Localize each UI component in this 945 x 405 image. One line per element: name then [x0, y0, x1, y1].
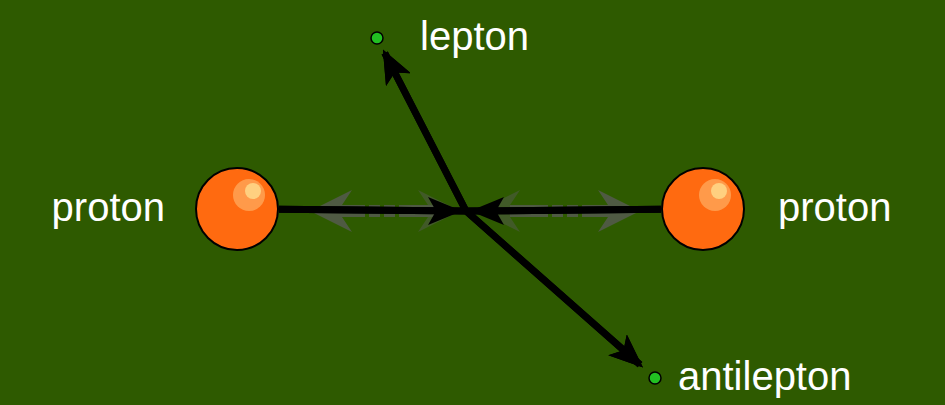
product-label: lepton	[420, 16, 529, 56]
lepton-dot: antilepton	[640, 363, 670, 393]
particle-label: proton	[52, 187, 165, 227]
sphere-shape	[661, 167, 745, 251]
particle-track	[466, 209, 661, 364]
lepton-dot: lepton	[362, 23, 392, 53]
particle-track	[279, 53, 466, 211]
product-label: antilepton	[678, 356, 851, 396]
proton-sphere: proton	[661, 167, 745, 251]
sphere-shape	[195, 167, 279, 251]
particle-track	[385, 53, 661, 211]
proton-sphere: proton	[195, 167, 279, 251]
particle-track	[279, 209, 640, 364]
particle-label: proton	[778, 187, 891, 227]
dot-shape	[640, 363, 670, 393]
dot-shape	[362, 23, 392, 53]
